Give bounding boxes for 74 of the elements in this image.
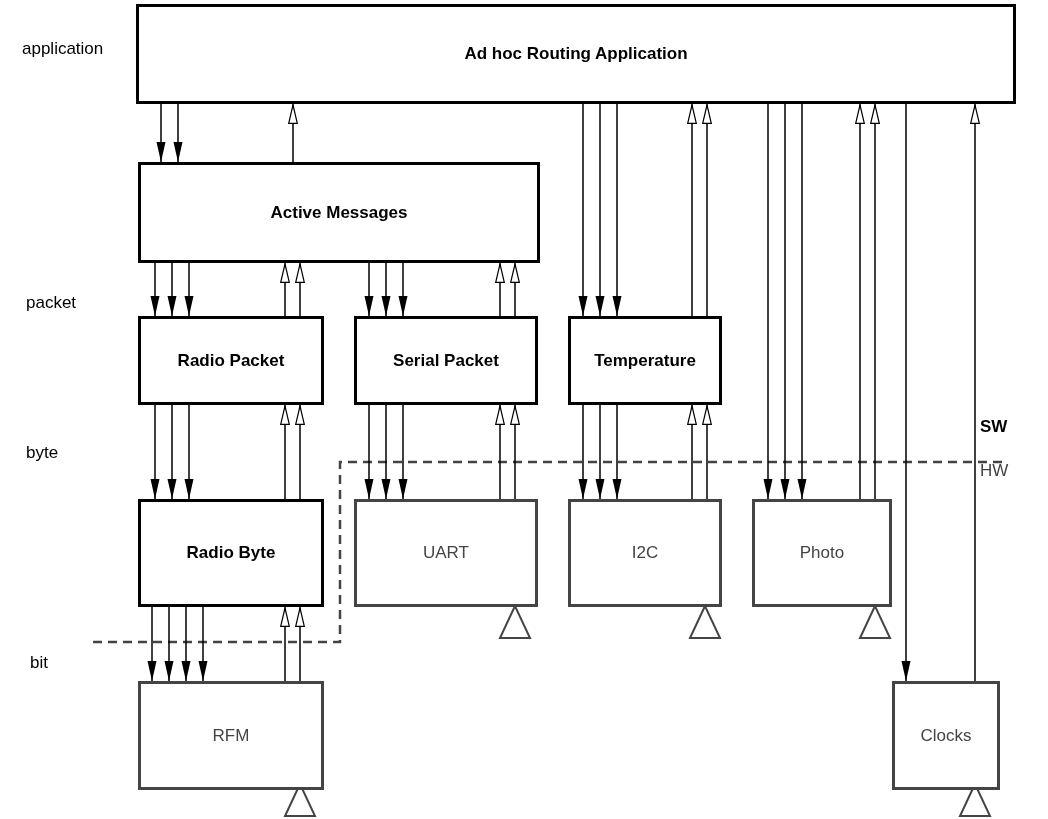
software-box <box>354 316 538 405</box>
arrow <box>184 262 194 317</box>
box-label: UART <box>423 542 469 565</box>
arrow <box>510 262 520 317</box>
box-label: Radio Packet <box>177 349 285 372</box>
arrow <box>780 103 790 500</box>
arrow <box>288 103 298 163</box>
arrow <box>167 262 177 317</box>
box-label: Serial Packet <box>393 349 499 372</box>
hardware-box <box>752 499 892 607</box>
layer-label: HW <box>980 460 1009 482</box>
arrow <box>295 404 305 500</box>
arrow <box>280 404 290 500</box>
hardware-box <box>892 681 1000 790</box>
arrow <box>595 103 605 317</box>
software-box <box>568 316 722 405</box>
layer-label: application <box>22 38 104 60</box>
arrow <box>595 404 605 500</box>
arrow <box>901 103 911 682</box>
box-label: Temperature <box>594 349 696 372</box>
arrow <box>173 103 183 163</box>
arrow <box>870 103 880 500</box>
arrow <box>970 103 980 682</box>
arrow <box>164 606 174 682</box>
arrow <box>198 606 208 682</box>
arrow <box>150 404 160 500</box>
arrow <box>495 262 505 317</box>
arrow <box>156 103 166 163</box>
arrow <box>364 404 374 500</box>
box-label: Photo <box>799 542 845 565</box>
layer-label: byte <box>26 442 59 464</box>
arrow <box>280 262 290 317</box>
arrow <box>578 404 588 500</box>
box-label: Radio Byte <box>186 542 276 565</box>
layer-label: SW <box>980 416 1008 438</box>
arrow <box>398 262 408 317</box>
software-box <box>138 162 540 263</box>
box-label: I2C <box>631 542 659 565</box>
arrow <box>612 103 622 317</box>
arrow <box>295 262 305 317</box>
arrow <box>495 404 505 500</box>
arrow <box>687 404 697 500</box>
arrow <box>855 103 865 500</box>
arrow <box>147 606 157 682</box>
software-box <box>136 4 1016 104</box>
box-label: RFM <box>212 724 250 747</box>
arrow <box>295 606 305 682</box>
arrow <box>364 262 374 317</box>
arrow <box>687 103 697 317</box>
box-label: Ad hoc Routing Application <box>464 43 688 66</box>
arrow <box>280 606 290 682</box>
arrow <box>578 103 588 317</box>
software-box <box>138 499 324 607</box>
arrow <box>702 404 712 500</box>
layer-label: packet <box>26 292 77 314</box>
arrow <box>763 103 773 500</box>
hardware-box <box>138 681 324 790</box>
layer-label: bit <box>30 652 48 674</box>
software-box <box>138 316 324 405</box>
arrow <box>184 404 194 500</box>
arrow <box>398 404 408 500</box>
arrow <box>381 262 391 317</box>
arrow <box>702 103 712 317</box>
hardware-box <box>568 499 722 607</box>
arrow <box>181 606 191 682</box>
hardware-box <box>354 499 538 607</box>
arrow <box>510 404 520 500</box>
arrow <box>150 262 160 317</box>
arrow <box>381 404 391 500</box>
box-label: Clocks <box>920 724 972 747</box>
arrow <box>797 103 807 500</box>
arrow <box>167 404 177 500</box>
box-label: Active Messages <box>270 201 408 224</box>
arrow <box>612 404 622 500</box>
